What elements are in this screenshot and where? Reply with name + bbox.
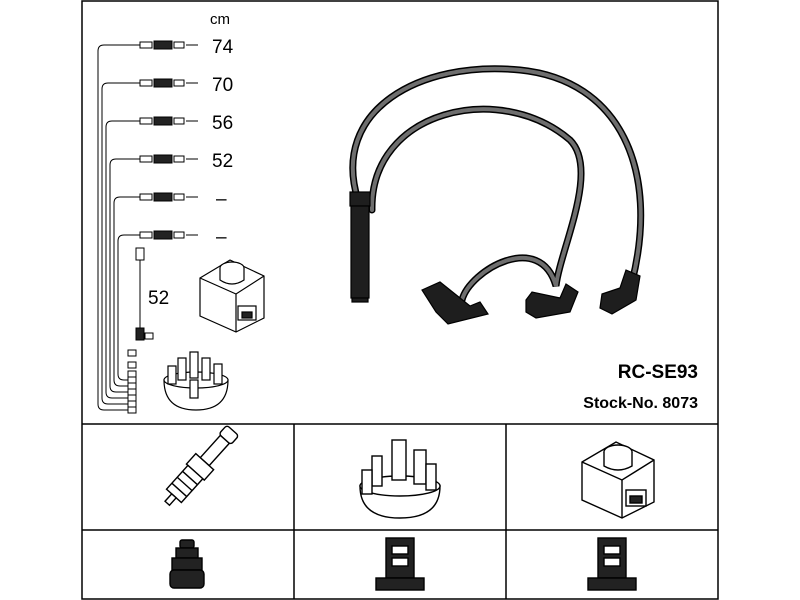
ignition-coil-icon — [199, 259, 265, 333]
cable-length-4: 52 — [212, 151, 233, 172]
cable-set-image — [349, 65, 645, 304]
terminal-row-4 — [139, 154, 198, 164]
angled-boot-icon-2 — [525, 283, 579, 319]
terminal-row-3 — [139, 116, 198, 126]
cable-length-1: 74 — [212, 37, 234, 58]
schematic-end-connectors — [127, 349, 137, 414]
coil-lead — [135, 247, 154, 341]
terminal-row-2 — [139, 78, 198, 88]
cable-schematic — [97, 44, 140, 411]
cable-length-5: – — [216, 189, 227, 210]
cable-length-2: 70 — [212, 75, 233, 96]
angled-boot-icon-3 — [599, 269, 641, 315]
cable-length-6: – — [216, 227, 227, 248]
terminal-row-1 — [139, 40, 198, 50]
ignition-coil-large-icon — [581, 441, 655, 519]
cable-length-3: 56 — [212, 113, 233, 134]
straight-boot-icon — [349, 191, 371, 303]
terminal-connector-icon-2 — [587, 537, 637, 591]
unit-label: cm — [210, 11, 230, 28]
part-number: RC-SE93 — [618, 362, 698, 383]
angled-boot-icon-1 — [421, 281, 489, 325]
spark-plug-icon — [164, 425, 239, 507]
distributor-cap-large-icon — [359, 439, 441, 519]
frame — [81, 0, 719, 600]
distributor-cap-icon — [163, 351, 229, 411]
terminal-connector-icon-1 — [375, 537, 425, 591]
stock-number: Stock-No. 8073 — [583, 395, 698, 412]
terminal-row-5 — [139, 192, 198, 202]
coil-lead-length: 52 — [148, 288, 169, 309]
terminal-row-6 — [139, 230, 198, 240]
plug-terminal-icon — [169, 539, 205, 589]
